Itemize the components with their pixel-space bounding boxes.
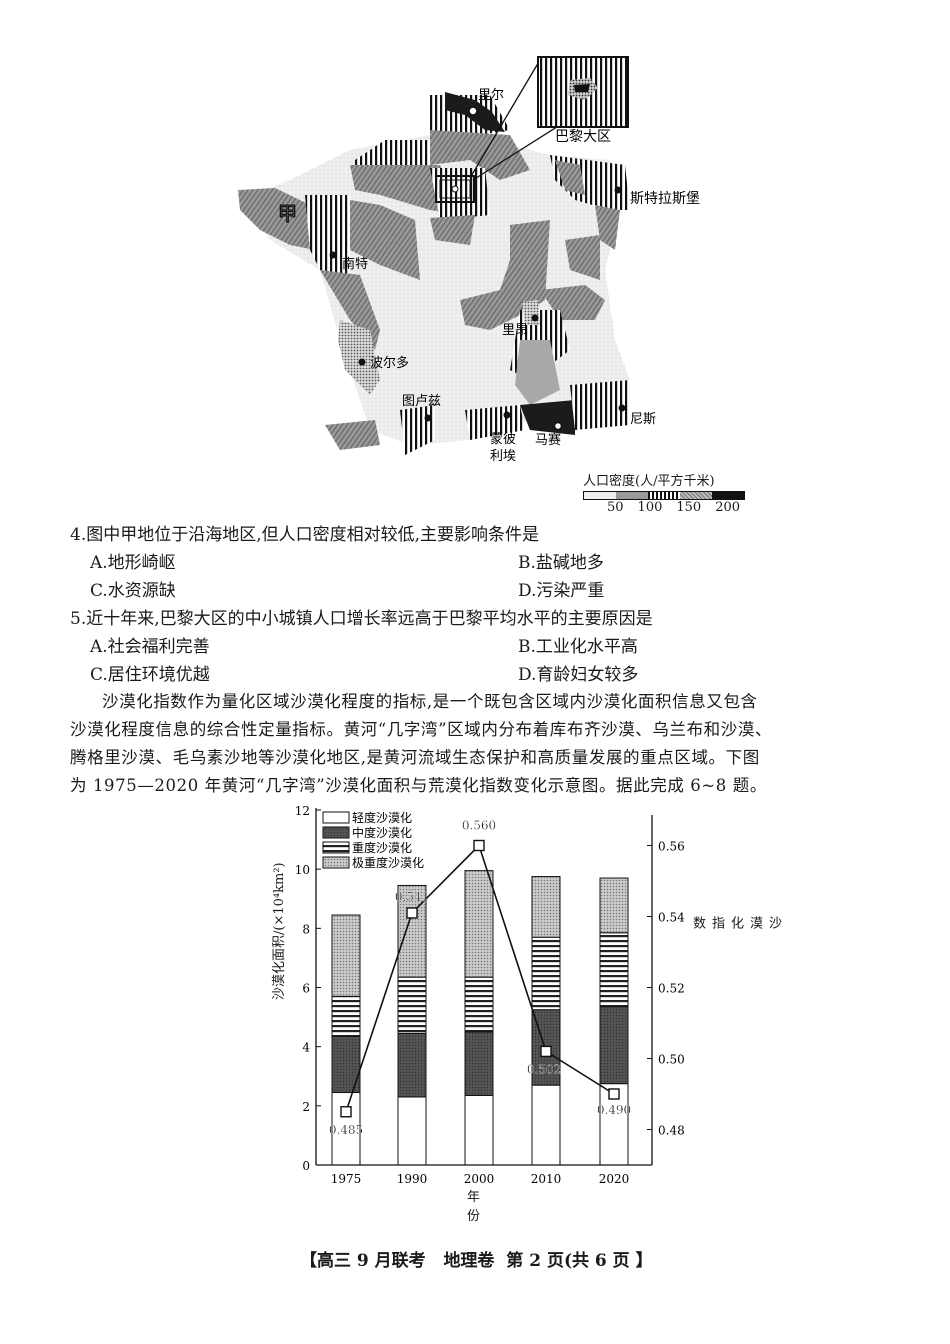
bar-1990-series-0 bbox=[397, 1096, 427, 1166]
y-tick-label: 4 bbox=[302, 1041, 310, 1055]
label-nantes: 南特 bbox=[342, 256, 368, 272]
legend-label: 重度沙漠化 bbox=[352, 840, 412, 855]
q4-option-c[interactable]: C.水资源缺 bbox=[90, 581, 176, 601]
y2-tick-label: 0.56 bbox=[658, 840, 685, 854]
label-jia: 甲 bbox=[278, 203, 297, 225]
paris-inset bbox=[537, 56, 629, 128]
label-lille: 里尔 bbox=[478, 88, 504, 103]
france-population-density-map: 里尔 巴黎大区 斯特拉斯堡 甲 南特 里昂 波尔多 图卢兹 蒙彼 利埃 马赛 尼… bbox=[230, 40, 750, 470]
y2-tick-label: 0.48 bbox=[658, 1124, 685, 1138]
bar-2020-series-3 bbox=[599, 877, 629, 934]
x-tick-label: 2010 bbox=[531, 1172, 562, 1186]
y2-tick-label: 0.52 bbox=[658, 982, 685, 996]
x-tick-label: 2020 bbox=[599, 1172, 630, 1186]
q5-option-d[interactable]: D.育龄妇女较多 bbox=[518, 665, 639, 685]
bar-1975-series-3 bbox=[331, 914, 361, 997]
label-paris-region: 巴黎大区 bbox=[555, 129, 611, 145]
y2-axis-label: 沙漠化指数 bbox=[690, 916, 781, 929]
bar-2010-series-2 bbox=[531, 936, 561, 1011]
x-axis-label: 年份 bbox=[467, 1190, 481, 1224]
q4-option-b[interactable]: B.盐碱地多 bbox=[518, 553, 604, 573]
y-tick-label: 12 bbox=[295, 804, 310, 818]
legend-swatch-3 bbox=[322, 856, 350, 869]
y-tick-label: 10 bbox=[295, 863, 310, 877]
label-toulouse: 图卢兹 bbox=[402, 393, 441, 409]
bar-1975-series-0 bbox=[331, 1092, 361, 1166]
question-5-stem: 5.近十年来,巴黎大区的中小城镇人口增长率远高于巴黎平均水平的主要原因是 bbox=[70, 609, 653, 629]
legend-swatch-1 bbox=[322, 826, 350, 839]
legend-scale-bar bbox=[583, 491, 745, 500]
label-montpellier: 蒙彼 bbox=[490, 432, 516, 447]
bar-2020-series-2 bbox=[599, 932, 629, 1008]
label-nice: 尼斯 bbox=[630, 412, 656, 427]
index-data-label: 0.541 bbox=[395, 890, 429, 904]
x-tick-label: 2000 bbox=[464, 1172, 495, 1186]
bar-2010-series-3 bbox=[531, 876, 561, 938]
y-axis-label: 沙漠化面积/(×10⁴km²) bbox=[272, 862, 287, 1000]
page-footer: 【高三 9 月联考 地理卷 第 2 页(共 6 页 】 bbox=[300, 1251, 653, 1271]
index-point-2020 bbox=[608, 1088, 620, 1100]
bar-2000-series-2 bbox=[464, 976, 494, 1033]
y-tick-label: 8 bbox=[302, 922, 310, 936]
legend-label: 极重度沙漠化 bbox=[352, 855, 424, 870]
q4-option-a[interactable]: A.地形崎岖 bbox=[90, 553, 176, 573]
question-4-stem: 4.图中甲地位于沿海地区,但人口密度相对较低,主要影响条件是 bbox=[70, 525, 540, 545]
bar-1990-series-3 bbox=[397, 884, 427, 978]
y2-tick-label: 0.54 bbox=[658, 911, 685, 925]
index-data-label: 0.560 bbox=[462, 819, 496, 833]
x-tick-label: 1975 bbox=[331, 1172, 362, 1186]
y-tick-label: 6 bbox=[302, 982, 310, 996]
x-tick-label: 1990 bbox=[397, 1172, 428, 1186]
map-region-jia bbox=[238, 188, 320, 250]
label-marseille: 马赛 bbox=[535, 432, 561, 448]
label-bordeaux: 波尔多 bbox=[370, 355, 409, 371]
q5-option-b[interactable]: B.工业化水平高 bbox=[518, 637, 638, 657]
y-tick-label: 2 bbox=[302, 1100, 310, 1114]
legend-swatch-0 bbox=[322, 811, 350, 824]
index-point-1990 bbox=[406, 907, 418, 919]
index-data-label: 0.490 bbox=[597, 1103, 631, 1117]
bar-2000-series-0 bbox=[464, 1094, 494, 1166]
bar-1975-series-2 bbox=[331, 995, 361, 1037]
index-data-label: 0.485 bbox=[329, 1123, 363, 1137]
legend-label: 轻度沙漠化 bbox=[352, 810, 412, 825]
index-data-label: 0.502 bbox=[527, 1062, 561, 1076]
q4-option-d[interactable]: D.污染严重 bbox=[518, 581, 605, 601]
index-point-1975 bbox=[340, 1106, 352, 1118]
bar-2000-series-3 bbox=[464, 870, 494, 978]
legend-label: 中度沙漠化 bbox=[352, 825, 412, 840]
label-lyon: 里昂 bbox=[502, 323, 528, 338]
passage: 沙漠化指数作为量化区域沙漠化程度的指标,是一个既包含区域内沙漠化面积信息又包含 … bbox=[70, 692, 773, 795]
y-tick-label: 0 bbox=[302, 1159, 310, 1173]
y2-tick-label: 0.50 bbox=[658, 1053, 685, 1067]
bar-2010-series-0 bbox=[531, 1084, 561, 1166]
svg-text:利埃: 利埃 bbox=[490, 449, 516, 464]
label-strasbourg: 斯特拉斯堡 bbox=[630, 191, 700, 207]
bar-2000-series-1 bbox=[464, 1031, 494, 1096]
legend-swatch-2 bbox=[322, 841, 350, 854]
index-point-2000 bbox=[473, 839, 485, 852]
legend-title: 人口密度(人/平方千米) bbox=[583, 474, 715, 489]
index-point-2010 bbox=[540, 1045, 552, 1058]
bar-1990-series-1 bbox=[397, 1032, 427, 1098]
bar-2020-series-1 bbox=[599, 1006, 629, 1085]
bar-1990-series-2 bbox=[397, 976, 427, 1034]
q5-option-a[interactable]: A.社会福利完善 bbox=[90, 637, 210, 657]
q5-option-c[interactable]: C.居住环境优越 bbox=[90, 665, 210, 685]
